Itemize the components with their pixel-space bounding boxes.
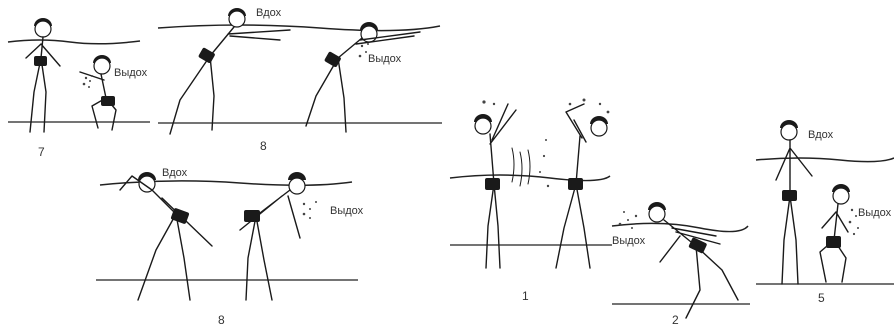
- water-line: [100, 181, 352, 185]
- splash-lines: [512, 148, 530, 186]
- exercise-panel-8-bottom: Вдох Выдох 8: [96, 167, 364, 324]
- exercise-panel-2: Выдох 2: [612, 202, 750, 324]
- figure-number: 5: [818, 291, 825, 305]
- exhale-label: Выдох: [330, 205, 364, 217]
- crouching-figure: [820, 184, 850, 282]
- water-line: [756, 158, 894, 162]
- exhale-bubbles: [303, 201, 317, 219]
- water-line: [8, 40, 140, 44]
- arms-up-figure-right: [556, 104, 608, 268]
- exhaling-figure: [306, 22, 420, 132]
- water-line: [158, 25, 440, 31]
- crouching-figure: [80, 55, 116, 130]
- standing-figure: [776, 120, 812, 284]
- exhale-label: Выдох: [612, 235, 646, 247]
- exhale-bubbles: [619, 211, 638, 229]
- splash-droplets: [539, 99, 609, 188]
- figure-number: 1: [522, 289, 529, 303]
- arms-up-figure-left: [474, 104, 516, 268]
- side-bend-inhale-figure: [120, 172, 212, 300]
- exhale-bubbles: [83, 75, 93, 88]
- figure-number: 8: [218, 313, 225, 324]
- splash-droplets: [482, 100, 495, 105]
- standing-figure: [26, 18, 60, 132]
- figure-number: 7: [38, 145, 45, 159]
- exercise-panel-8-top: Вдох Выдох 8: [158, 7, 442, 153]
- exhale-label: Выдох: [858, 207, 892, 219]
- exhale-label: Выдох: [368, 53, 402, 65]
- inhale-label: Вдох: [162, 167, 188, 179]
- exhale-label: Выдох: [114, 67, 148, 79]
- water-line: [450, 175, 610, 181]
- exercise-panel-1: 1: [450, 99, 612, 304]
- figure-number: 8: [260, 139, 267, 153]
- side-bend-exhale-figure: [240, 172, 306, 300]
- lunging-figure: [648, 202, 738, 318]
- exercise-panel-5: Вдох Выдох 5: [756, 120, 894, 305]
- inhale-label: Вдох: [808, 129, 834, 141]
- exercise-panel-7: Выдох 7: [8, 18, 150, 159]
- inhale-label: Вдох: [256, 7, 282, 19]
- figure-number: 2: [672, 313, 679, 324]
